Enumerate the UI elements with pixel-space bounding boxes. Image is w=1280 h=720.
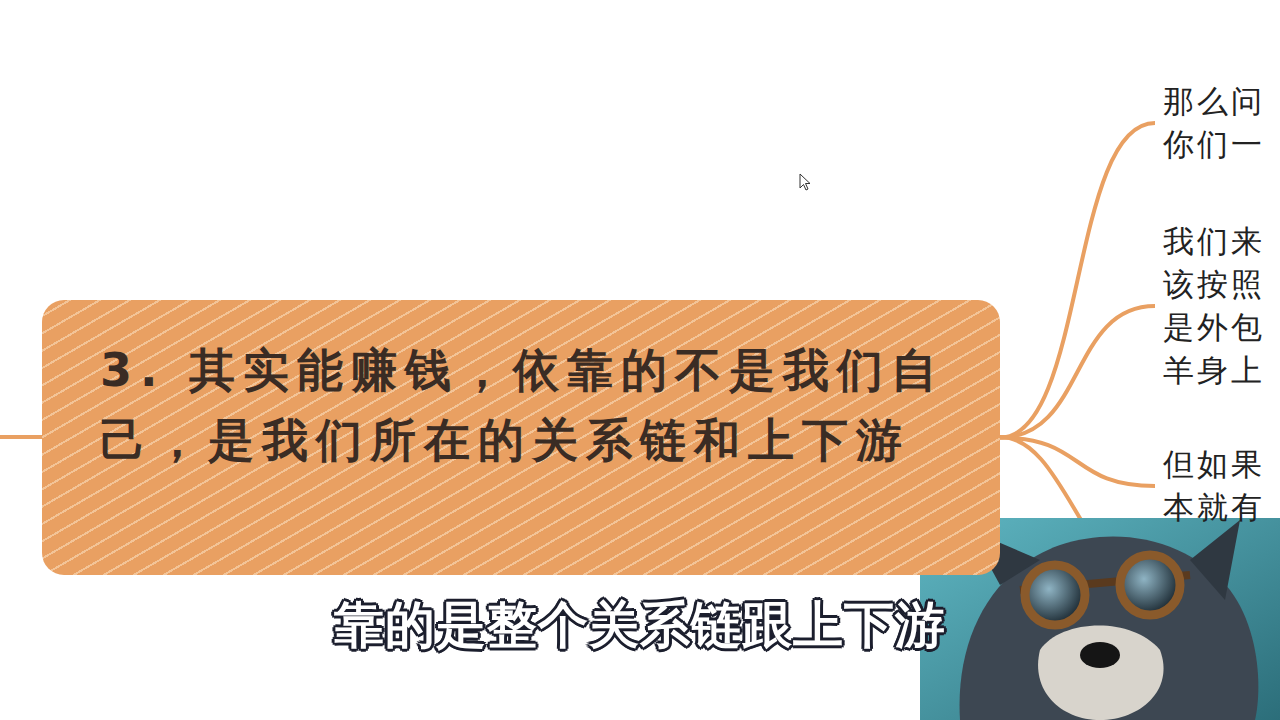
mouse-cursor (800, 174, 810, 190)
branch-topic: 我们来 该按照 是外包 羊身上 (1155, 220, 1267, 392)
topic-text: 我们来 该按照 是外包 羊身上 (1163, 220, 1267, 392)
branch-line (1000, 306, 1155, 438)
goggle-lens (1120, 555, 1180, 615)
dog-nose (1080, 642, 1120, 668)
goggle-lens (1025, 565, 1085, 625)
topic-text: 那么问 你们一 (1163, 80, 1267, 166)
branch-topic: 那么问 你们一 (1155, 80, 1267, 166)
incoming-branch (0, 435, 44, 439)
topic-text: 3. 其实能赚钱，依靠的不是我们自己，是我们所在的关系链和上下游 (100, 335, 960, 475)
subtitle-caption: 靠的是整个关系链跟上下游 (0, 592, 1280, 659)
topic-text: 但如果 本就有 (1163, 443, 1267, 529)
branch-line (1000, 438, 1155, 487)
topic-box: 3. 其实能赚钱，依靠的不是我们自己，是我们所在的关系链和上下游 (42, 300, 1000, 575)
branch-topic: 但如果 本就有 (1155, 443, 1267, 529)
dog-ear (1190, 520, 1240, 600)
branch-line (1000, 123, 1155, 438)
dog-snout (1038, 626, 1163, 720)
